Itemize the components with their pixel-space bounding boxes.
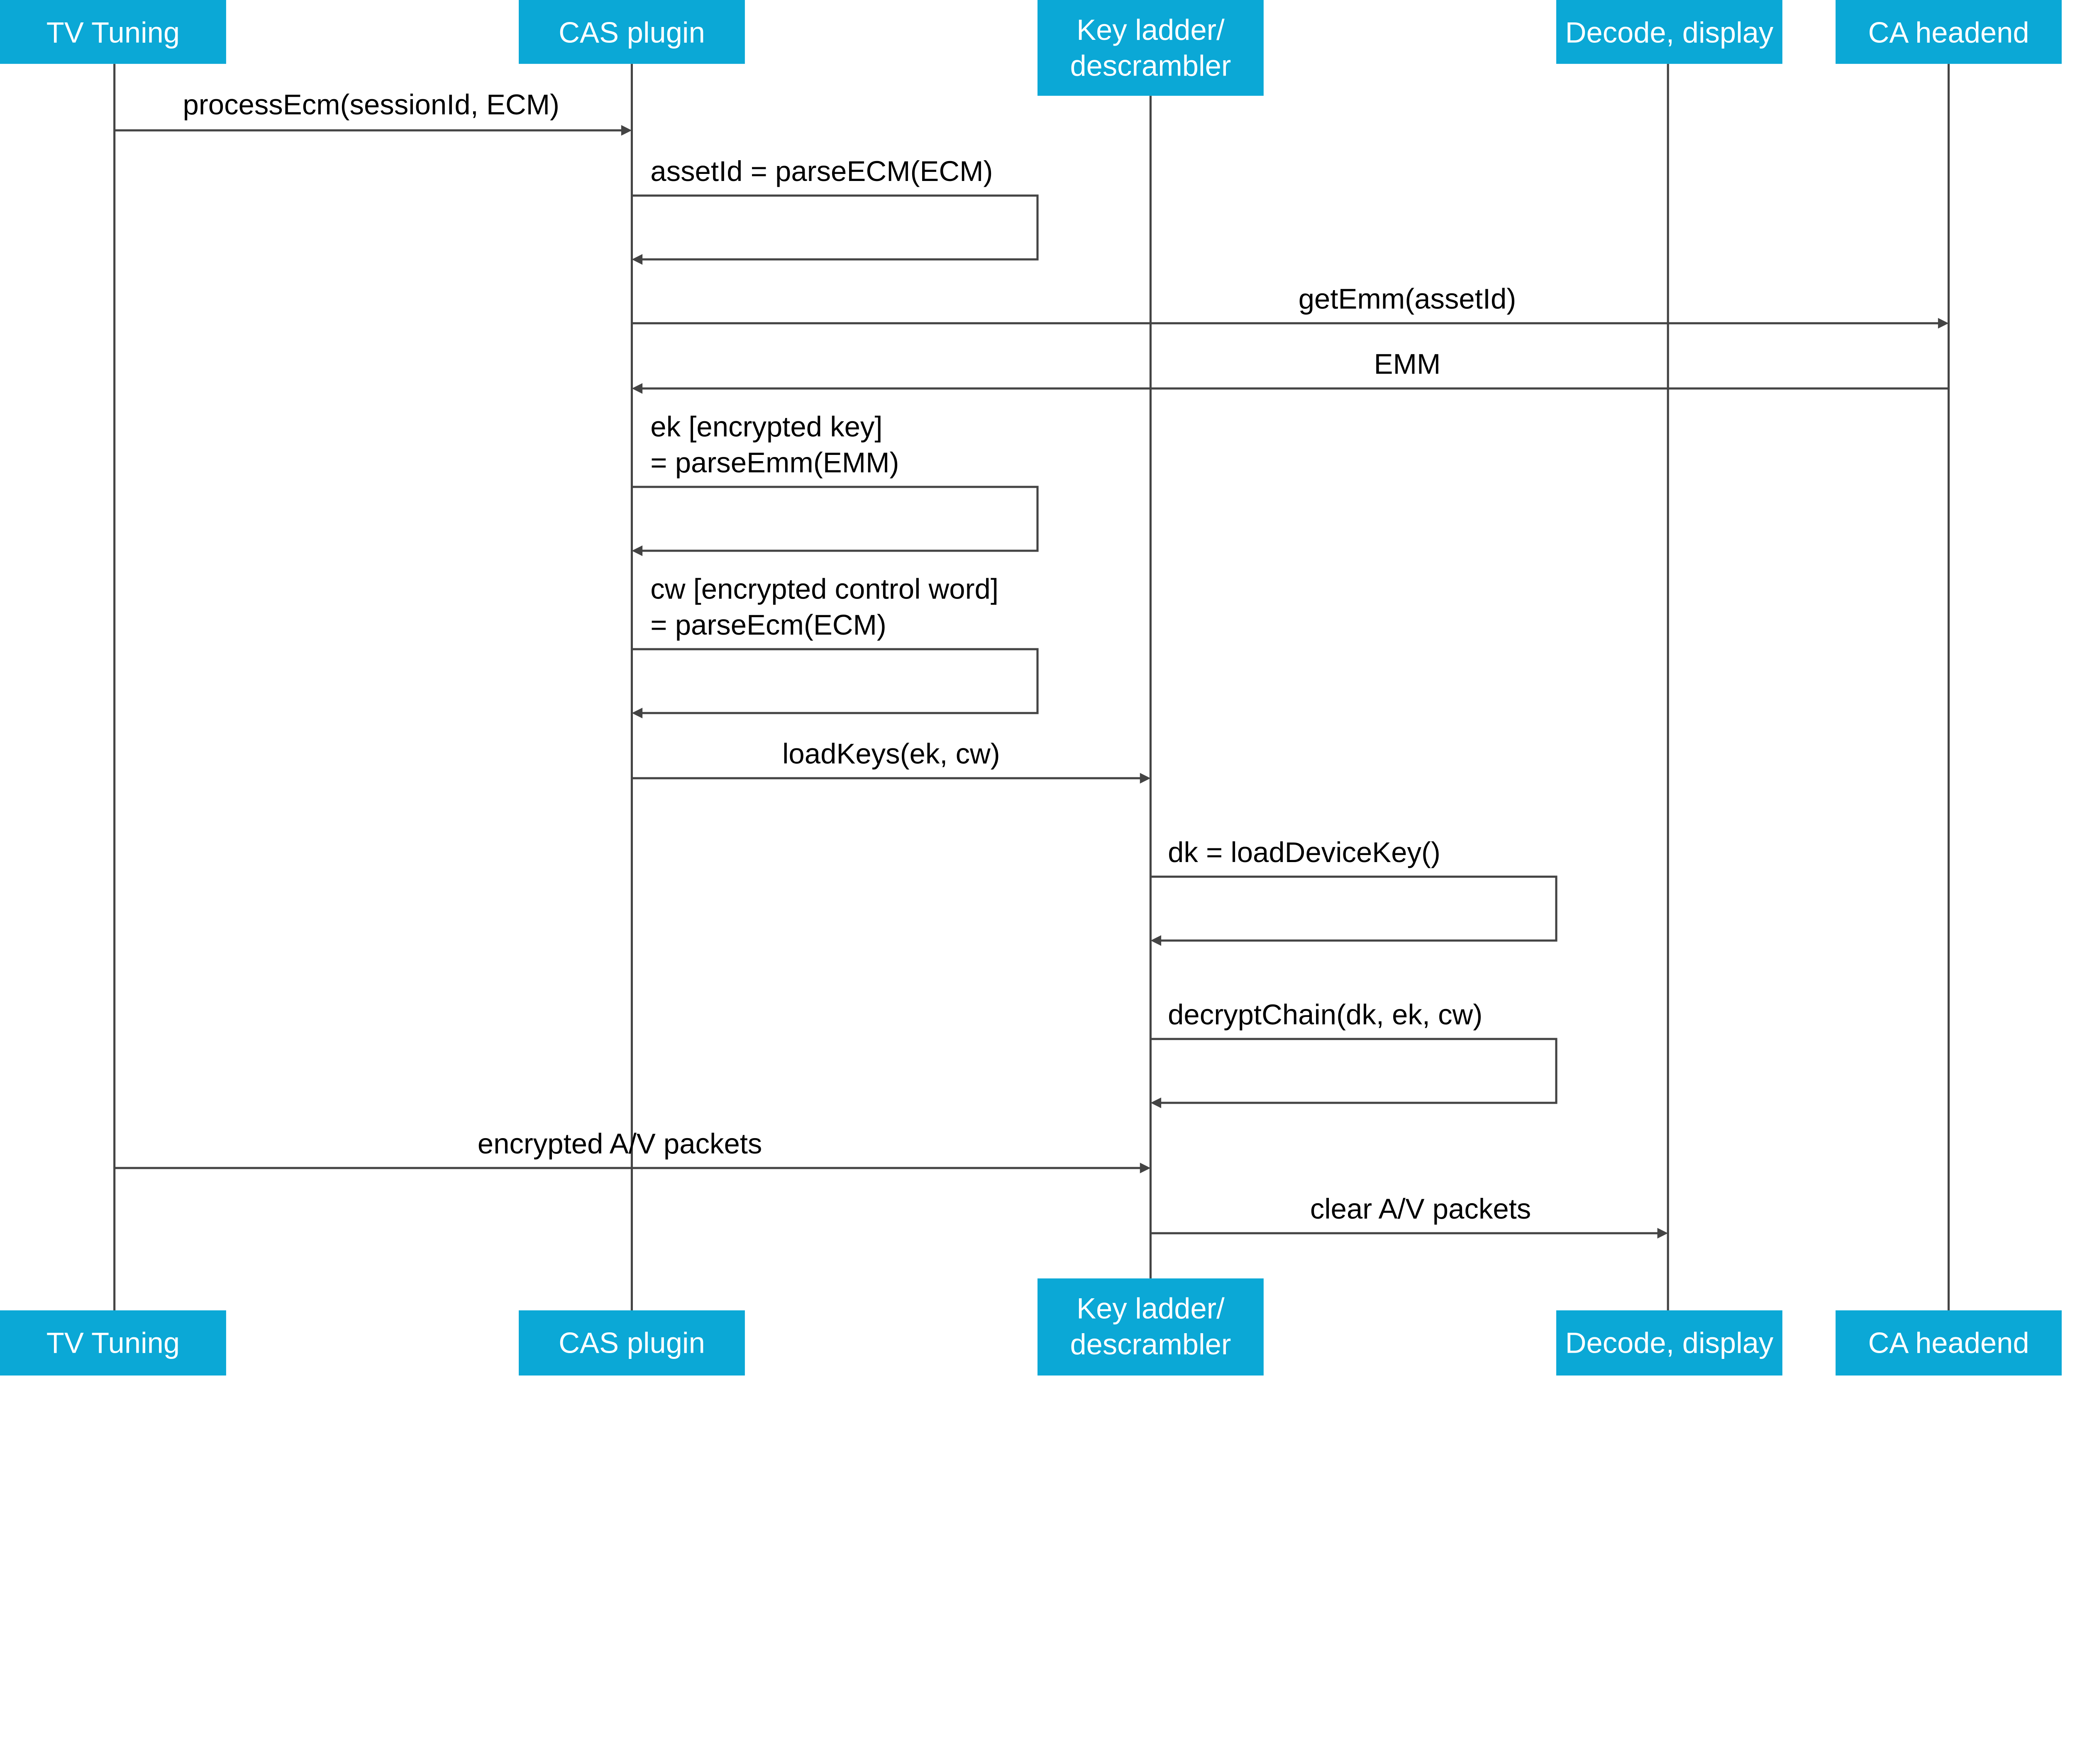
message-label: decryptChain(dk, ek, cw) (1168, 999, 1482, 1031)
arrowhead-icon (1140, 1163, 1151, 1173)
arrowhead-icon (1657, 1228, 1668, 1239)
participant-label: TV Tuning (46, 1327, 180, 1359)
message-decrypt-chain: decryptChain(dk, ek, cw) (1150, 999, 1557, 1108)
participant-label: CAS plugin (559, 16, 705, 49)
message-clear-av: clear A/V packets (1150, 1193, 1668, 1239)
message-label: EMM (1374, 348, 1441, 380)
message-label: dk = loadDeviceKey() (1168, 836, 1440, 868)
arrowhead-icon (632, 254, 643, 265)
message-label: loadKeys(ek, cw) (782, 738, 1000, 770)
message-process-ecm: processEcm(sessionId, ECM) (114, 89, 632, 136)
message-parse-ecm-cw: cw [encrypted control word] = parseEcm(E… (632, 573, 1039, 718)
participant-tv-tuning-bottom: TV Tuning (0, 1310, 226, 1376)
participant-decode-display-bottom: Decode, display (1556, 1310, 1782, 1376)
sequence-diagram: TV Tuning CAS plugin Key ladder/ descram… (0, 0, 2062, 1376)
participant-label: Key ladder/ (1077, 13, 1225, 46)
participant-label: CA headend (1868, 1327, 2029, 1359)
participant-decode-display-top: Decode, display (1556, 0, 1782, 64)
participant-key-ladder-top: Key ladder/ descrambler (1038, 0, 1264, 96)
message-encrypted-av: encrypted A/V packets (114, 1128, 1151, 1173)
arrowhead-icon (1140, 773, 1151, 784)
arrowhead-icon (1938, 318, 1949, 329)
message-get-emm: getEmm(assetId) (632, 283, 1949, 329)
participant-cas-plugin-bottom: CAS plugin (519, 1310, 745, 1376)
arrowhead-icon (632, 383, 643, 394)
message-load-keys: loadKeys(ek, cw) (632, 738, 1151, 784)
message-label: getEmm(assetId) (1299, 283, 1516, 315)
participant-ca-headend-bottom: CA headend (1836, 1310, 2062, 1376)
arrowhead-icon (632, 708, 643, 718)
arrowhead-icon (1150, 935, 1162, 946)
participant-label: CAS plugin (559, 1327, 705, 1359)
participant-cas-plugin-top: CAS plugin (519, 0, 745, 64)
participant-label: TV Tuning (46, 16, 180, 49)
participant-ca-headend-top: CA headend (1836, 0, 2062, 64)
message-label: ek [encrypted key] (650, 410, 882, 442)
message-label: cw [encrypted control word] (650, 573, 998, 605)
participant-label: Decode, display (1565, 16, 1774, 49)
message-label: = parseEcm(ECM) (650, 609, 886, 641)
message-label: processEcm(sessionId, ECM) (183, 89, 559, 121)
message-parse-ecm-asset: assetId = parseECM(ECM) (632, 155, 1039, 265)
message-label: clear A/V packets (1310, 1193, 1531, 1225)
participant-label: Key ladder/ (1077, 1292, 1225, 1324)
message-label: = parseEmm(EMM) (650, 447, 899, 479)
participant-label: descrambler (1070, 49, 1231, 82)
message-parse-emm: ek [encrypted key] = parseEmm(EMM) (632, 410, 1039, 556)
participant-key-ladder-bottom: Key ladder/ descrambler (1038, 1278, 1264, 1376)
participant-label: Decode, display (1565, 1327, 1774, 1359)
arrowhead-icon (621, 125, 632, 136)
participant-tv-tuning-top: TV Tuning (0, 0, 226, 64)
message-label: encrypted A/V packets (478, 1128, 762, 1160)
message-load-device-key: dk = loadDeviceKey() (1150, 836, 1557, 946)
participant-label: CA headend (1868, 16, 2029, 49)
arrowhead-icon (632, 545, 643, 556)
participant-label: descrambler (1070, 1328, 1231, 1361)
message-emm: EMM (632, 348, 1949, 394)
message-label: assetId = parseECM(ECM) (650, 155, 993, 187)
arrowhead-icon (1150, 1097, 1162, 1108)
